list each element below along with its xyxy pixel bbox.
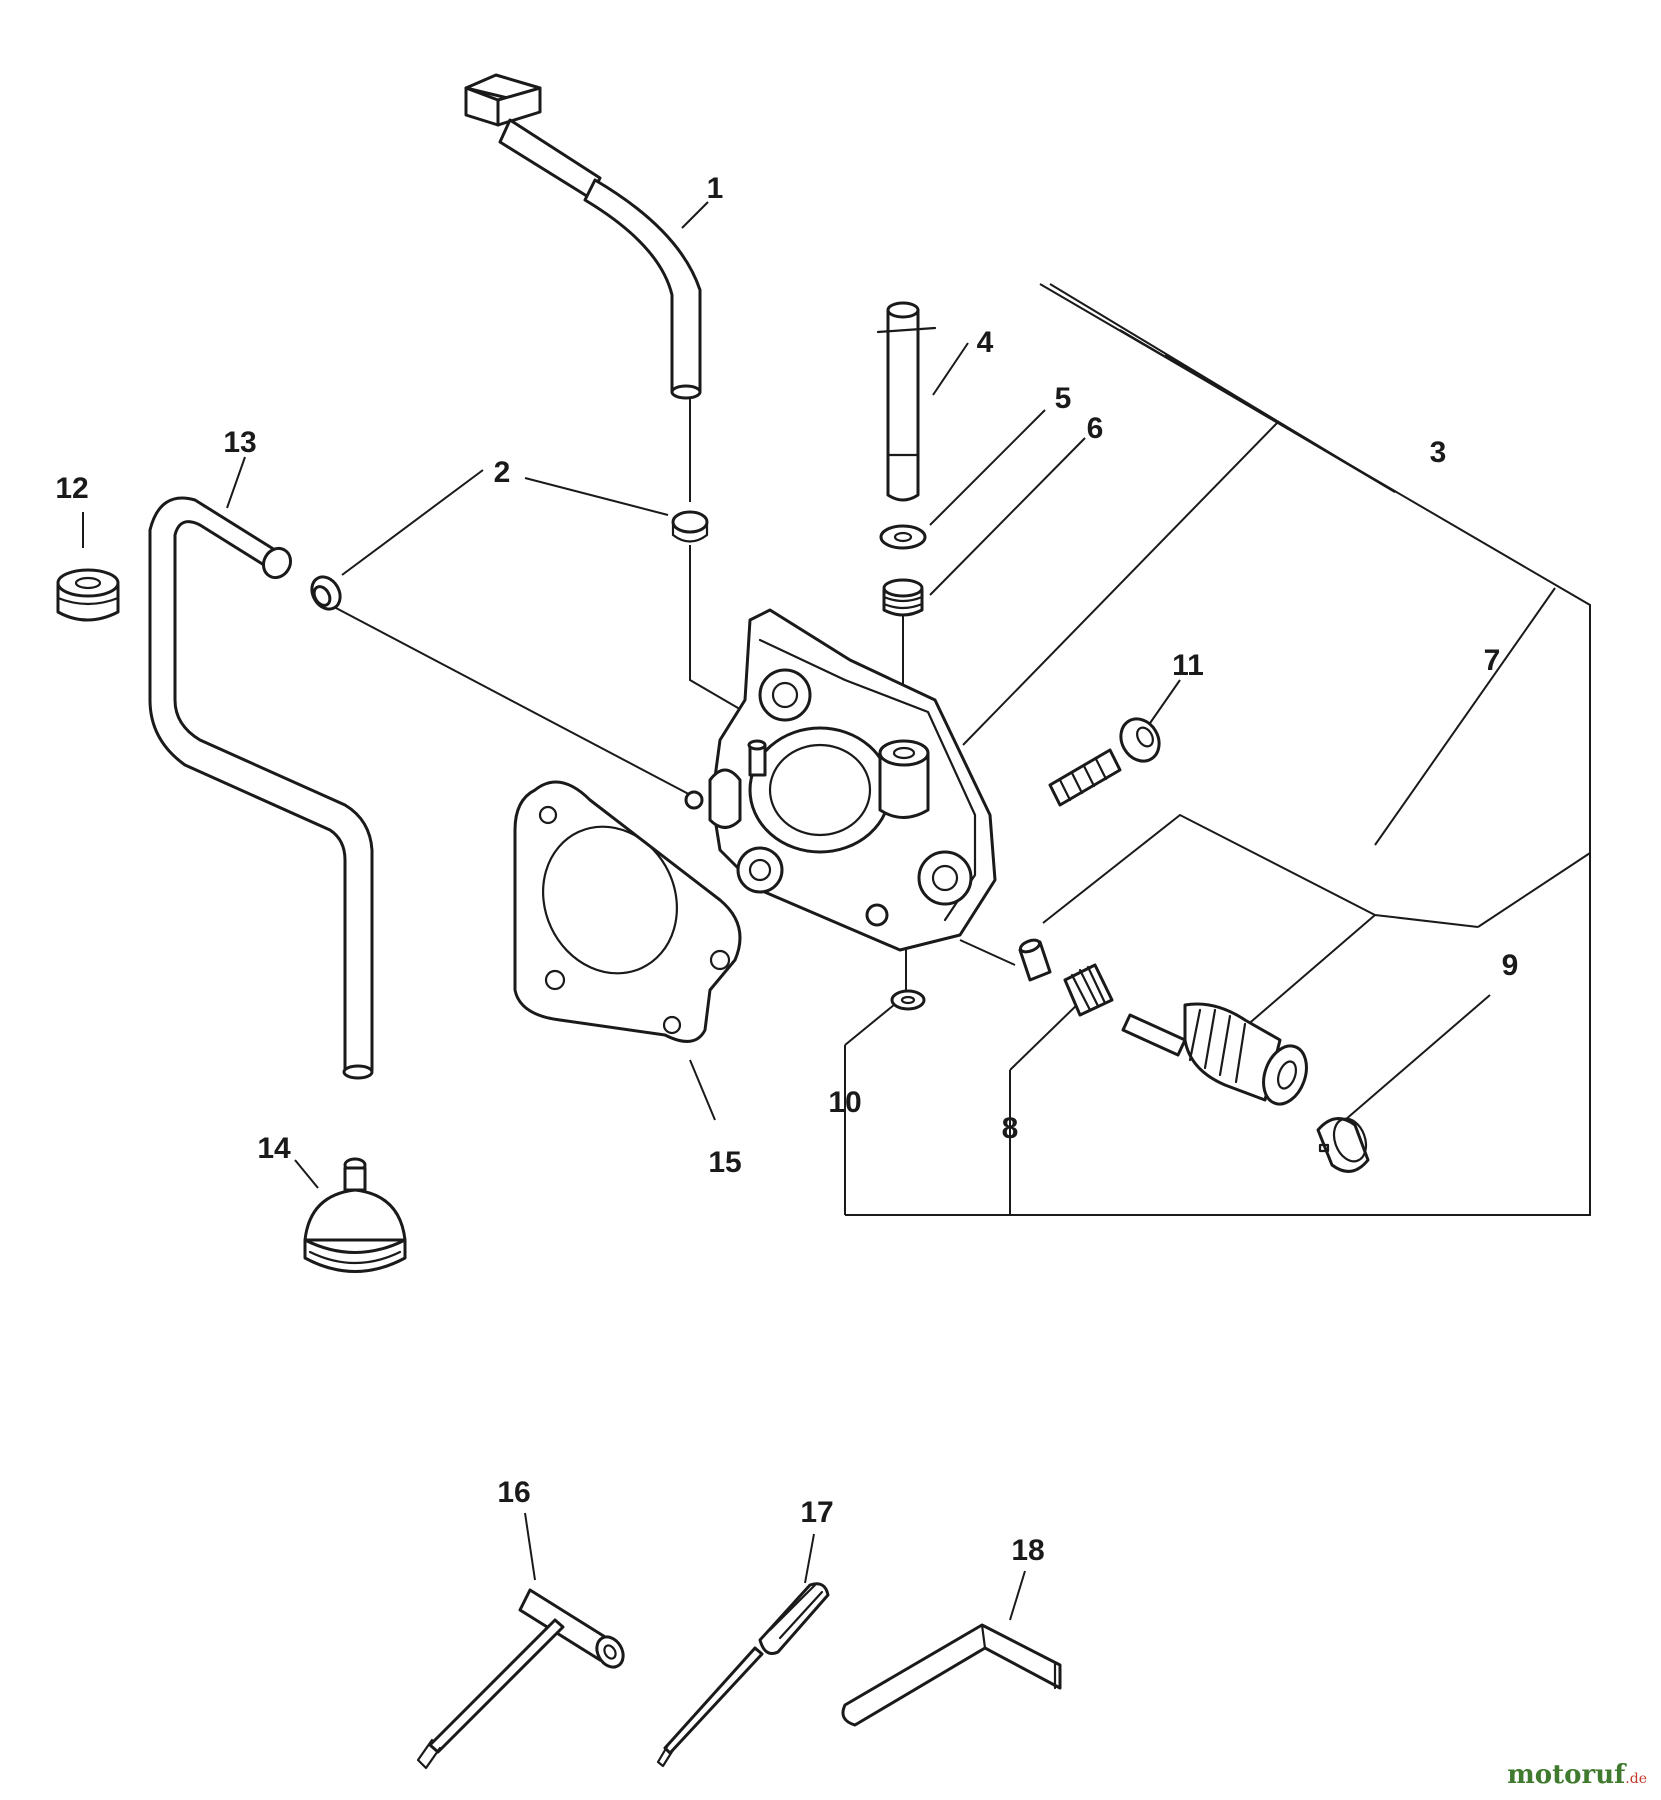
callout-11: 11: [1172, 649, 1204, 682]
callout-8: 8: [1002, 1112, 1019, 1145]
adjusting-screw-part: [1048, 717, 1161, 807]
plunger-bush-part: [1018, 938, 1052, 982]
callout-4: 4: [977, 326, 994, 359]
callout-7: 7: [1484, 644, 1501, 677]
callout-15: 15: [708, 1146, 741, 1179]
callout-18: 18: [1011, 1534, 1044, 1567]
callout-5: 5: [1055, 382, 1072, 415]
clip-washer-part: [890, 989, 926, 1011]
hex-key-part: [841, 1623, 1062, 1727]
screwdriver-part: [656, 1582, 830, 1768]
watermark-main: motoruf: [1507, 1760, 1626, 1790]
grommet-part: [56, 568, 120, 622]
watermark-tld: .de: [1625, 1771, 1647, 1787]
oil-hose-part: [148, 496, 374, 1080]
callout-1: 1: [707, 172, 724, 205]
gasket-part: [513, 780, 742, 1043]
spring-lower-part: [1063, 963, 1114, 1017]
oil-strainer-part: [303, 1157, 407, 1273]
callout-9: 9: [1502, 949, 1519, 982]
worm-shaft-part: [1121, 1002, 1308, 1106]
watermark-logo: motoruf.de: [1507, 1760, 1647, 1790]
oil-pump-body-part: [684, 608, 997, 952]
o-ring-parts: [310, 510, 709, 611]
callout-17: 17: [800, 1496, 833, 1529]
callout-labels: 1 2 3 4 5 6 7 8 9 10 11 12 13 14 15 16 1…: [55, 172, 1518, 1567]
callout-10: 10: [828, 1086, 861, 1119]
spring-upper-part: [882, 578, 924, 617]
leader-lines: [82, 201, 1591, 1621]
callout-6: 6: [1087, 412, 1104, 445]
plunger-pin-part: [876, 301, 937, 502]
callout-3: 3: [1430, 436, 1447, 469]
cap-part: [1316, 1117, 1370, 1173]
t-wrench-part: [416, 1588, 625, 1770]
callout-16: 16: [497, 1476, 530, 1509]
oil-pipe-part: [464, 73, 702, 400]
callout-13: 13: [223, 426, 256, 459]
callout-12: 12: [55, 472, 88, 505]
callout-14: 14: [257, 1132, 291, 1165]
callout-2: 2: [494, 456, 511, 489]
washer-part: [879, 524, 927, 550]
